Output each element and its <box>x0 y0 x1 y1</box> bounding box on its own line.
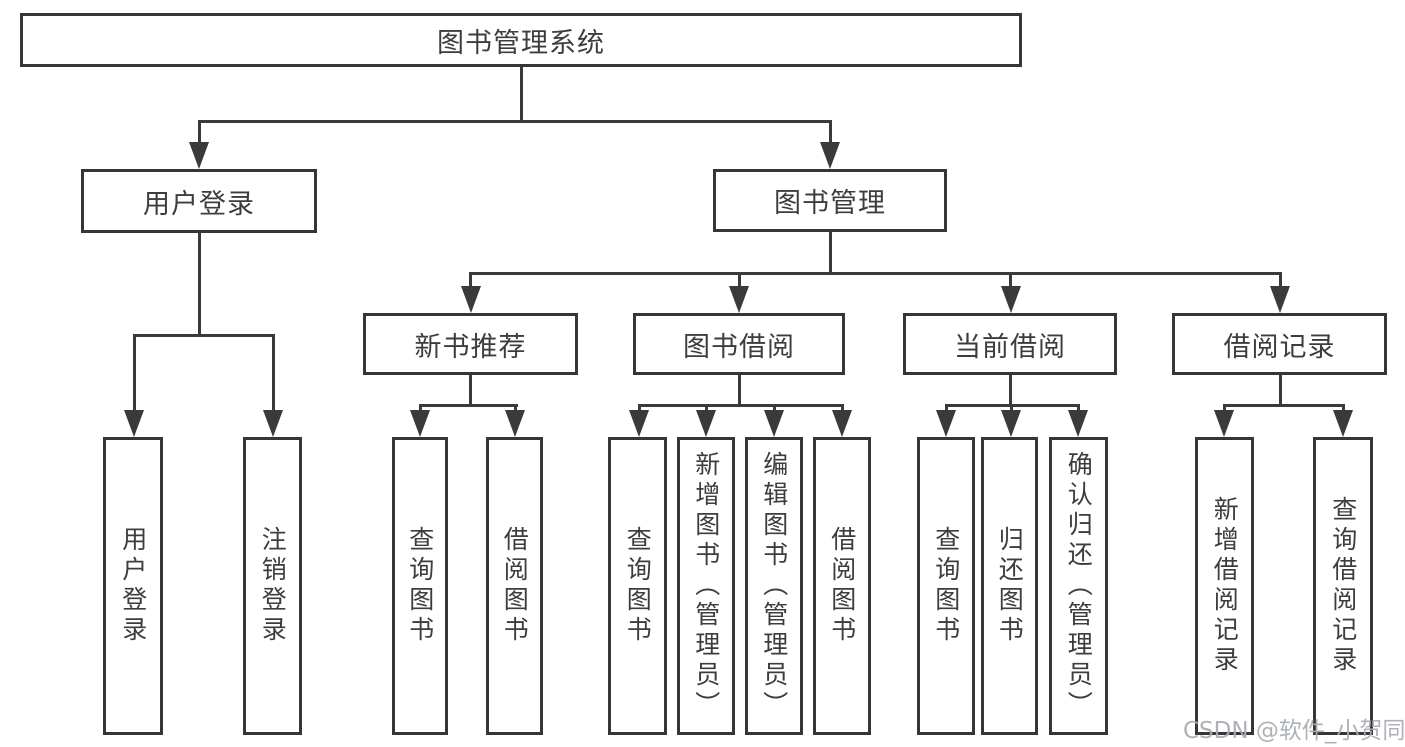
arrow-down-icon <box>729 286 749 313</box>
connector-line <box>1222 404 1345 407</box>
node-query-borrow-record: 查询借阅记录 <box>1313 437 1373 735</box>
connector-line <box>1009 404 1013 413</box>
arrow-down-icon <box>696 410 716 437</box>
connector-line <box>469 375 472 407</box>
node-return-books: 归还图书 <box>981 437 1038 735</box>
node-label: 当前借阅 <box>954 331 1066 363</box>
arrow-down-icon <box>124 410 144 437</box>
connector-line <box>197 233 201 337</box>
node-label: 编辑图书（管理员） <box>759 451 789 721</box>
connector-line <box>418 404 518 407</box>
connector-line <box>418 404 422 413</box>
node-user-login: 用户登录 <box>81 169 317 233</box>
connector-line <box>772 404 776 413</box>
connector-line <box>1278 272 1282 290</box>
node-label: 用户登录 <box>143 188 255 220</box>
node-label: 借阅记录 <box>1223 331 1336 363</box>
arrow-down-icon <box>764 410 784 437</box>
arrow-down-icon <box>505 410 525 437</box>
node-edit-books-admin: 编辑图书（管理员） <box>745 437 803 735</box>
connector-line <box>1222 404 1226 413</box>
arrow-down-icon <box>410 410 430 437</box>
node-library-management-system: 图书管理系统 <box>20 13 1022 67</box>
node-user-login-op: 用户登录 <box>103 437 163 735</box>
connector-line <box>132 334 275 337</box>
arrow-down-icon <box>820 142 840 169</box>
arrow-down-icon <box>1270 286 1290 313</box>
connector-line <box>469 272 472 290</box>
connector-line <box>840 404 844 413</box>
connector-line <box>828 120 832 146</box>
node-label: 图书管理 <box>774 188 886 219</box>
connector-line <box>944 404 948 413</box>
connector-line <box>704 404 708 413</box>
node-label: 归还图书 <box>995 526 1025 646</box>
node-label: 确认归还（管理员） <box>1064 451 1094 721</box>
connector-line <box>1009 272 1012 290</box>
arrow-down-icon <box>460 286 481 313</box>
node-new-book-recommend: 新书推荐 <box>363 313 578 375</box>
node-label: 用户登录 <box>118 526 148 646</box>
connector-line <box>1009 375 1012 407</box>
node-query-books-current: 查询图书 <box>917 437 975 735</box>
connector-line <box>271 334 275 414</box>
arrow-down-icon <box>832 410 852 437</box>
node-confirm-return-admin: 确认归还（管理员） <box>1049 437 1108 735</box>
connector-line <box>737 375 741 407</box>
connector-line <box>469 272 1282 275</box>
node-add-borrow-record: 新增借阅记录 <box>1195 437 1254 735</box>
connector-line <box>637 404 844 407</box>
connector-line <box>1076 404 1080 413</box>
connector-line <box>519 67 523 123</box>
arrow-down-icon <box>629 410 649 437</box>
connector-line <box>132 334 136 414</box>
connector-line <box>197 120 832 123</box>
node-label: 图书借阅 <box>683 331 795 363</box>
connector-line <box>637 404 641 413</box>
node-label: 查询借阅记录 <box>1328 496 1358 676</box>
connector-line <box>1278 375 1282 407</box>
node-label: 查询图书 <box>405 526 435 646</box>
arrow-down-icon <box>1333 410 1353 437</box>
arrow-down-icon <box>1068 410 1088 437</box>
arrow-down-icon <box>1001 410 1021 437</box>
connector-line <box>737 272 741 290</box>
node-label: 注销登录 <box>258 526 288 646</box>
arrow-down-icon <box>263 410 283 437</box>
node-label: 借阅图书 <box>500 526 530 646</box>
node-query-books-borrowing: 查询图书 <box>608 437 667 735</box>
node-label: 查询图书 <box>931 526 961 646</box>
arrow-down-icon <box>189 142 209 169</box>
node-logout-op: 注销登录 <box>243 437 302 735</box>
connector-line <box>828 232 832 275</box>
node-label: 新增借阅记录 <box>1210 496 1240 676</box>
node-book-borrowing: 图书借阅 <box>633 313 845 375</box>
node-borrowing-records: 借阅记录 <box>1172 313 1387 375</box>
node-label: 新书推荐 <box>414 331 527 363</box>
connector-line <box>1341 404 1345 413</box>
csdn-watermark: CSDN @软件_小贺同学 <box>1183 718 1405 744</box>
node-label: 图书管理系统 <box>437 27 605 59</box>
node-borrow-books-recommend: 借阅图书 <box>486 437 543 735</box>
node-current-borrowing: 当前借阅 <box>903 313 1117 375</box>
connector-line <box>197 120 201 146</box>
node-add-books-admin: 新增图书（管理员） <box>677 437 735 735</box>
arrow-down-icon <box>1000 286 1021 313</box>
arrow-down-icon <box>936 410 956 437</box>
node-borrow-books-borrowing: 借阅图书 <box>813 437 871 735</box>
node-book-management: 图书管理 <box>713 169 947 232</box>
connector-line <box>513 404 517 413</box>
node-label: 新增图书（管理员） <box>691 451 721 721</box>
node-query-books-recommend: 查询图书 <box>392 437 448 735</box>
arrow-down-icon <box>1214 410 1234 437</box>
node-label: 查询图书 <box>623 526 653 646</box>
node-label: 借阅图书 <box>827 526 857 646</box>
